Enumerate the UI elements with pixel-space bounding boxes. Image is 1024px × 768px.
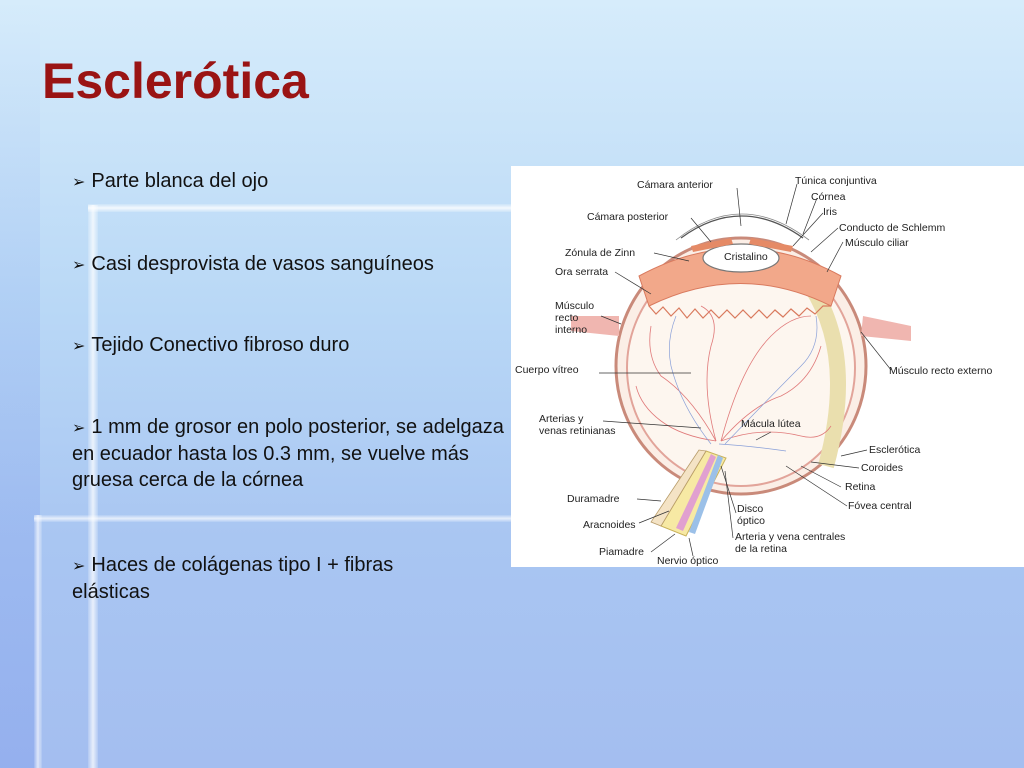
slide-title: Esclerótica bbox=[42, 53, 309, 109]
cornea-line bbox=[680, 215, 804, 239]
eye-diagram: Cámara anterior Túnica conjuntiva Córnea… bbox=[515, 175, 992, 567]
bullet-text: Haces de colágenas tipo I + fibras elást… bbox=[72, 554, 394, 603]
conjunctiva-line bbox=[675, 213, 810, 241]
label-recto: recto bbox=[555, 312, 579, 324]
retinal-vessels bbox=[635, 305, 832, 442]
arrow-bullet-icon: ➢ bbox=[72, 336, 86, 355]
left-shade bbox=[0, 0, 40, 768]
label-musculo-recto-externo: Músculo recto externo bbox=[889, 365, 992, 377]
label-macula-lutea: Mácula lútea bbox=[741, 418, 801, 430]
retina-band bbox=[804, 281, 846, 469]
label-fovea-central: Fóvea central bbox=[848, 500, 912, 512]
arrow-bullet-icon: ➢ bbox=[72, 418, 86, 437]
label-aracnoides: Aracnoides bbox=[583, 519, 636, 531]
label-retina: Retina bbox=[845, 481, 876, 493]
label-camara-posterior: Cámara posterior bbox=[587, 211, 669, 223]
bullet-item: ➢ Casi desprovista de vasos sanguíneos bbox=[72, 251, 512, 278]
label-de-la-retina: de la retina bbox=[735, 543, 787, 555]
label-conducto-schlemm: Conducto de Schlemm bbox=[839, 222, 945, 234]
label-coroides: Coroides bbox=[861, 462, 903, 474]
label-piamadre: Piamadre bbox=[599, 546, 644, 558]
bullet-item: ➢1 mm de grosor en polo posterior, se ad… bbox=[72, 414, 504, 493]
decorative-bar bbox=[34, 515, 528, 522]
decorative-bar bbox=[88, 205, 98, 768]
lens-shape bbox=[702, 243, 780, 273]
label-musculo-ciliar: Músculo ciliar bbox=[845, 237, 909, 249]
label-arteria-vena: Arteria y vena centrales bbox=[735, 531, 845, 543]
label-musculo: Músculo bbox=[555, 300, 594, 312]
label-cristalino: Cristalino bbox=[724, 251, 768, 263]
label-disco: Disco bbox=[737, 503, 763, 515]
leader-lines bbox=[599, 183, 892, 557]
label-tunica-conjuntiva: Túnica conjuntiva bbox=[795, 175, 877, 187]
bullet-text: Tejido Conectivo fibroso duro bbox=[91, 334, 350, 356]
iris-right bbox=[749, 238, 793, 252]
label-cornea: Córnea bbox=[811, 191, 846, 203]
retinal-veins bbox=[669, 315, 818, 452]
label-zonula-zinn: Zónula de Zinn bbox=[565, 247, 635, 259]
bullet-item: ➢ Parte blanca del ojo bbox=[72, 168, 512, 195]
label-ora-serrata: Ora serrata bbox=[555, 266, 608, 278]
lateral-rectus-muscle bbox=[861, 316, 911, 341]
bullet-text: 1 mm de grosor en polo posterior, se ade… bbox=[72, 416, 504, 491]
ora-serrata-line bbox=[648, 305, 831, 319]
medial-rectus-muscle bbox=[571, 316, 619, 336]
label-esclerotica: Esclerótica bbox=[869, 444, 921, 456]
iris-left bbox=[691, 238, 733, 252]
decorative-bar bbox=[88, 204, 528, 212]
label-arterias: Arterias y bbox=[539, 413, 584, 425]
label-venas-retinianas: venas retinianas bbox=[539, 425, 615, 437]
bullet-text: Parte blanca del ojo bbox=[91, 170, 269, 192]
arrow-bullet-icon: ➢ bbox=[72, 556, 86, 575]
bullet-item: ➢Haces de colágenas tipo I + fibras elás… bbox=[72, 552, 472, 605]
label-nervio-optico: Nervio óptico bbox=[657, 555, 718, 567]
decorative-bar bbox=[34, 515, 42, 768]
label-cuerpo-vitreo: Cuerpo vítreo bbox=[515, 364, 579, 376]
arrow-bullet-icon: ➢ bbox=[72, 172, 86, 191]
eye-diagram-figure: Cámara anterior Túnica conjuntiva Córnea… bbox=[511, 166, 1024, 567]
arrow-bullet-icon: ➢ bbox=[72, 255, 86, 274]
label-interno: interno bbox=[555, 324, 587, 336]
bullet-item: ➢ Tejido Conectivo fibroso duro bbox=[72, 332, 512, 359]
label-camara-anterior: Cámara anterior bbox=[637, 179, 713, 191]
label-optico: óptico bbox=[737, 515, 765, 527]
optic-nerve bbox=[650, 449, 727, 537]
label-duramadre: Duramadre bbox=[567, 493, 620, 505]
label-iris: Iris bbox=[823, 206, 837, 218]
bullet-text: Casi desprovista de vasos sanguíneos bbox=[91, 253, 434, 275]
